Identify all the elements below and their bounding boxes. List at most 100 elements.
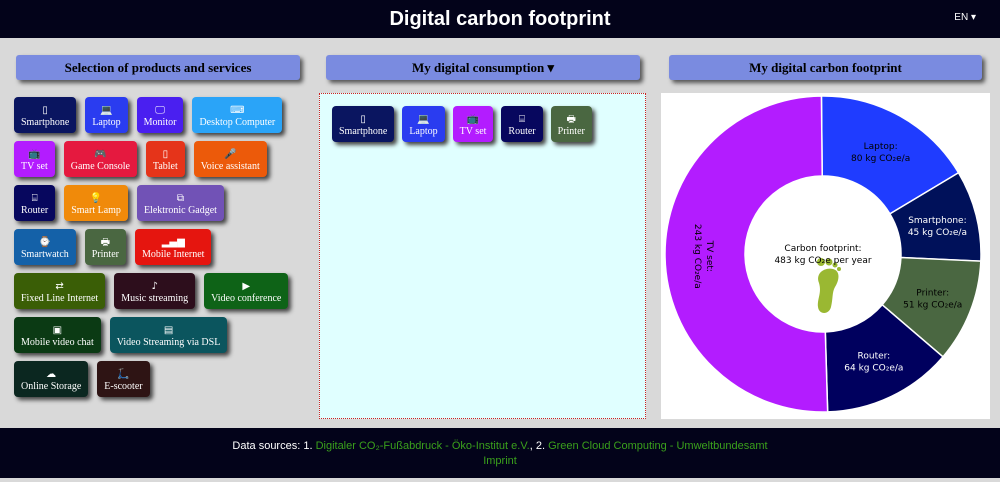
router-icon: ⌸: [31, 192, 38, 204]
source-number: 1.: [303, 440, 316, 452]
product-button-voice-assistant[interactable]: 🎤Voice assistant: [193, 141, 267, 177]
tv-icon: 📺: [466, 113, 480, 125]
product-button-game-console[interactable]: 🎮Game Console: [63, 141, 137, 177]
product-button-desktop-computer[interactable]: ⌨Desktop Computer: [192, 97, 283, 133]
product-row: ⌚Smartwatch🖶Printer▂▄▆Mobile Internet: [14, 229, 314, 265]
product-label: E-scooter: [104, 380, 143, 392]
slice-label: Smartphone: 45 kg CO₂e/a: [908, 216, 967, 238]
product-label: Laptop: [409, 125, 438, 137]
svg-text:64 kg CO₂e/a: 64 kg CO₂e/a: [844, 363, 903, 373]
svg-text:Printer:: Printer:: [916, 288, 949, 298]
product-button-music-streaming[interactable]: ♪Music streaming: [114, 273, 196, 309]
svg-text:Laptop:: Laptop:: [864, 142, 898, 152]
language-label: EN: [954, 12, 969, 23]
cloud-upload-icon: ☁: [46, 368, 57, 380]
watch-icon: ⌚: [38, 236, 52, 248]
product-button-online-storage[interactable]: ☁Online Storage: [14, 361, 89, 397]
product-label: Mobile Internet: [141, 248, 205, 260]
separator: ,: [529, 440, 536, 452]
product-row: ▯Smartphone💻Laptop🖵Monitor⌨Desktop Compu…: [14, 97, 314, 133]
product-button-elektronic-gadget[interactable]: ⧉Elektronic Gadget: [136, 185, 224, 221]
consumption-dropzone[interactable]: ▯Smartphone💻Laptop📺TV set⌸Router🖶Printer: [319, 93, 646, 419]
printer-icon: 🖶: [566, 113, 576, 125]
product-button-router[interactable]: ⌸Router: [14, 185, 56, 221]
product-button-printer[interactable]: 🖶Printer: [84, 229, 126, 265]
product-label: Music streaming: [121, 292, 189, 304]
product-button-smartphone[interactable]: ▯Smartphone: [332, 106, 395, 142]
slice-tv-set[interactable]: [664, 95, 829, 413]
consumption-dropdown[interactable]: My digital consumption ▾: [326, 55, 640, 80]
svg-text:Router:: Router:: [858, 351, 891, 361]
product-button-mobile-video-chat[interactable]: ▣Mobile video chat: [14, 317, 101, 353]
product-button-smart-lamp[interactable]: 💡Smart Lamp: [64, 185, 128, 221]
slice-label: TV set:243 kg CO₂e/a: [692, 224, 714, 289]
product-button-tv-set[interactable]: 📺TV set: [14, 141, 55, 177]
product-label: Video Streaming via DSL: [116, 336, 221, 348]
product-button-mobile-internet[interactable]: ▂▄▆Mobile Internet: [134, 229, 212, 265]
imprint-link[interactable]: Imprint: [483, 455, 517, 467]
product-label: Game Console: [70, 160, 130, 172]
product-button-smartwatch[interactable]: ⌚Smartwatch: [14, 229, 76, 265]
svg-text:51 kg CO₂e/a: 51 kg CO₂e/a: [903, 300, 962, 310]
product-label: Voice assistant: [200, 160, 260, 172]
footer: Data sources: 1. Digitaler CO₂-Fußabdruc…: [0, 428, 1000, 478]
slice-label: Router: 64 kg CO₂e/a: [844, 351, 903, 373]
slice-label: Laptop:80 kg CO₂e/a: [851, 142, 910, 164]
product-label: Video conference: [211, 292, 282, 304]
product-button-laptop[interactable]: 💻Laptop: [85, 97, 128, 133]
product-label: Printer: [557, 125, 585, 137]
smartphone-icon: ▯: [42, 104, 48, 116]
product-button-smartphone[interactable]: ▯Smartphone: [14, 97, 77, 133]
exchange-icon: ⇄: [55, 280, 64, 292]
product-label: Monitor: [143, 116, 177, 128]
product-label: Printer: [91, 248, 119, 260]
product-label: Mobile video chat: [21, 336, 94, 348]
product-label: Smartwatch: [21, 248, 69, 260]
lamp-icon: 💡: [89, 192, 103, 204]
scooter-icon: 🛴: [117, 368, 130, 380]
keyboard-icon: ⌨: [230, 104, 245, 116]
product-button-video-streaming-via-dsl[interactable]: ▤Video Streaming via DSL: [109, 317, 228, 353]
product-row: 📺TV set🎮Game Console▯Tablet🎤Voice assist…: [14, 141, 314, 177]
product-button-monitor[interactable]: 🖵Monitor: [136, 97, 184, 133]
product-button-printer[interactable]: 🖶Printer: [550, 106, 592, 142]
svg-text:45 kg CO₂e/a: 45 kg CO₂e/a: [908, 228, 967, 238]
film-icon: ▤: [163, 324, 174, 336]
product-label: TV set: [21, 160, 48, 172]
header: Digital carbon footprint EN ▾: [0, 0, 1000, 38]
source-link-oeko[interactable]: Digitaler CO₂-Fußabdruck - Öko-Institut …: [315, 440, 530, 452]
product-button-fixed-line-internet[interactable]: ⇄Fixed Line Internet: [14, 273, 106, 309]
product-button-tablet[interactable]: ▯Tablet: [145, 141, 185, 177]
product-row: ⌸Router💡Smart Lamp⧉Elektronic Gadget: [14, 185, 314, 221]
music-icon: ♪: [151, 280, 158, 292]
printer-icon: 🖶: [100, 236, 111, 248]
consumption-heading: My digital consumption: [412, 60, 545, 75]
product-label: Elektronic Gadget: [143, 204, 217, 216]
product-row: ⇄Fixed Line Internet♪Music streaming▶Vid…: [14, 273, 314, 309]
svg-text:243 kg CO₂e/a: 243 kg CO₂e/a: [692, 224, 702, 289]
product-button-tv-set[interactable]: 📺TV set: [452, 106, 494, 142]
gamepad-icon: 🎮: [94, 148, 107, 160]
language-dropdown[interactable]: EN ▾: [954, 12, 976, 23]
product-label: Laptop: [92, 116, 121, 128]
laptop-icon: 💻: [417, 113, 430, 125]
product-list: ▯Smartphone💻Laptop🖵Monitor⌨Desktop Compu…: [14, 97, 314, 397]
product-label: Router: [508, 125, 536, 137]
mobile-video-icon: ▣: [52, 324, 63, 336]
product-button-laptop[interactable]: 💻Laptop: [402, 106, 445, 142]
svg-text:Smartphone:: Smartphone:: [908, 216, 966, 226]
product-button-video-conference[interactable]: ▶Video conference: [204, 273, 289, 309]
smartphone-icon: ▯: [360, 113, 366, 125]
product-label: Smart Lamp: [71, 204, 121, 216]
tablet-icon: ▯: [162, 148, 169, 160]
sources-label: Data sources:: [232, 440, 304, 452]
page-title: Digital carbon footprint: [389, 8, 611, 30]
product-button-e-scooter[interactable]: 🛴E-scooter: [97, 361, 150, 397]
source-number: 2.: [535, 440, 549, 452]
product-label: Desktop Computer: [199, 116, 276, 128]
svg-text:TV set:: TV set:: [704, 240, 714, 272]
product-label: Fixed Line Internet: [21, 292, 99, 304]
product-button-router[interactable]: ⌸Router: [501, 106, 543, 142]
source-link-uba[interactable]: Green Cloud Computing - Umweltbundesamt: [548, 440, 768, 452]
